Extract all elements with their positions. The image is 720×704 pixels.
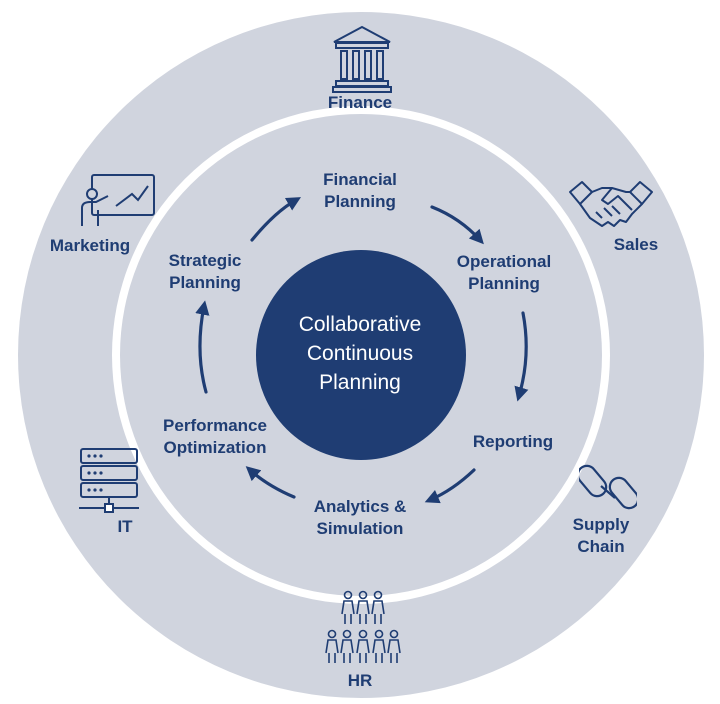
server-icon [77, 446, 141, 521]
center-circle [256, 250, 466, 460]
cycle-step-reporting: Reporting [472, 432, 554, 451]
handshake-icon [568, 178, 654, 239]
arrow-reporting-to-analytics [424, 468, 476, 504]
people-icon [323, 590, 403, 673]
arrow-performance-to-strategic [195, 300, 210, 394]
department-label-sales: Sales [613, 235, 659, 254]
presentation-icon [76, 172, 158, 233]
department-label-hr: HR [347, 671, 373, 690]
cycle-step-strategic-planning: Strategic Planning [168, 251, 242, 292]
center-title: Collaborative Continuous Planning [298, 313, 422, 394]
department-label-it: IT [117, 517, 133, 536]
cycle-step-performance-optimization: Performance Optimization [163, 416, 267, 457]
chain-link-icon [576, 458, 640, 521]
cycle-step-operational-planning: Operational Planning [456, 252, 552, 293]
arrow-analytics-to-performance [245, 466, 296, 499]
bank-icon [331, 24, 393, 99]
arrow-strategic-to-financial [250, 197, 302, 242]
arrow-financial-to-operational [430, 205, 484, 245]
arrow-operational-to-reporting [514, 311, 529, 402]
department-label-supply-chain: Supply Chain [572, 515, 630, 556]
department-label-marketing: Marketing [49, 236, 131, 255]
department-label-finance: Finance [327, 93, 393, 112]
cycle-step-analytics-simulation: Analytics & Simulation [313, 497, 407, 538]
cycle-step-financial-planning: Financial Planning [323, 170, 397, 211]
